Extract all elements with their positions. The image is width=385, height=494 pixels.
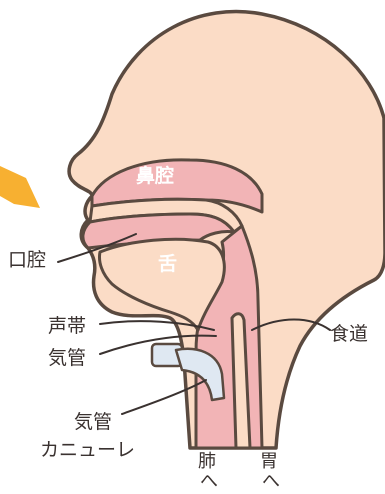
stomach-label: 胃 bbox=[260, 452, 278, 472]
esophagus-label: 食道 bbox=[330, 324, 368, 344]
tongue-label: 舌 bbox=[158, 254, 177, 274]
oral-cavity-label: 口腔 bbox=[8, 250, 46, 270]
cannula-label-line1: 気管 bbox=[74, 412, 112, 432]
nasal-cavity-label: 鼻腔 bbox=[136, 166, 174, 186]
vocal-cords-label: 声帯 bbox=[48, 316, 86, 336]
lung-label: 肺 bbox=[198, 452, 216, 472]
cannula-label-line2: カニューレ bbox=[40, 440, 135, 460]
trachea-label: 気管 bbox=[48, 348, 86, 368]
pointer-arrow-icon bbox=[0, 166, 40, 208]
lung-direction-glyph: へ bbox=[200, 472, 218, 492]
stomach-direction-glyph: へ bbox=[262, 472, 280, 492]
